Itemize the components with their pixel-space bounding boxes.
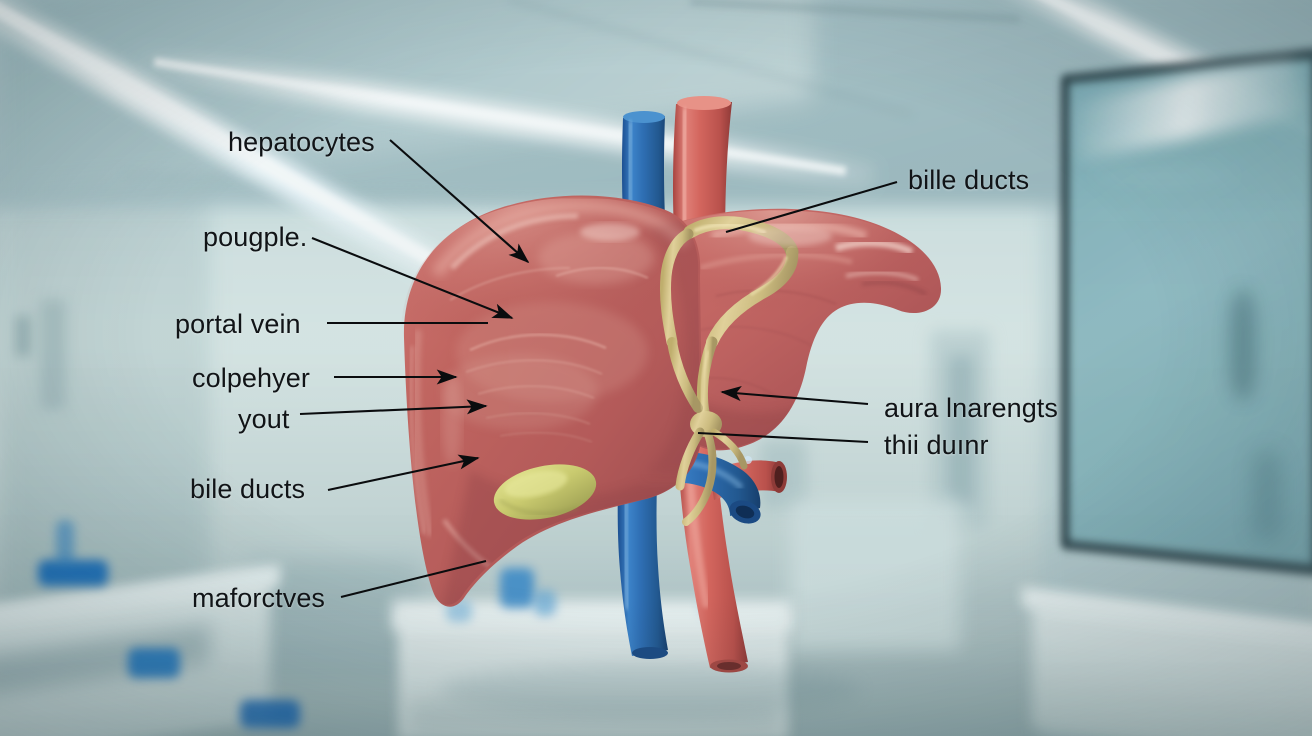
bile-duct-highlight [700, 350, 710, 412]
portal-vein-cut-end [632, 647, 668, 659]
label-pougple: pougple. [203, 222, 308, 252]
left-rim-light [413, 329, 434, 537]
leader-aura [720, 386, 869, 406]
leader-bile-ducts [327, 454, 480, 492]
surface-vein [555, 266, 649, 279]
label-maforctves: maforctves [192, 583, 326, 613]
wall-poster [948, 355, 974, 505]
gallbladder-highlight [504, 470, 568, 498]
model-ground-shadow [440, 664, 860, 716]
blue-supply-item [240, 700, 300, 728]
blue-supply-item [534, 590, 556, 616]
bile-duct-left-lower [667, 337, 703, 413]
leader-thii [697, 431, 869, 444]
surface-vein [485, 412, 591, 425]
surface-vein [477, 385, 595, 399]
lobe-tip-crease [861, 280, 927, 296]
lobe-tip-highlight [834, 239, 914, 256]
leader-yout [299, 399, 488, 416]
bile-duct-descending [706, 246, 799, 348]
bile-duct-highlight [750, 256, 788, 296]
cabinet [790, 500, 960, 650]
surface-texture [715, 289, 837, 305]
label-hepatocytes: hepatocytes [228, 127, 375, 157]
label-portal-vein: portal vein [175, 309, 301, 339]
right-lobe-highlight [699, 252, 853, 271]
hepatic-artery-top-rim [677, 96, 731, 110]
artery-branch-lumen [774, 466, 784, 488]
portal-branch-lumen [735, 505, 755, 519]
blue-supply-item [56, 520, 74, 566]
label-yout: yout [238, 404, 290, 434]
gallbladder-shadow [499, 498, 579, 516]
liver-specular-highlights [442, 223, 832, 466]
common-bile-duct [682, 430, 717, 526]
portal-vein-top-rim [623, 111, 665, 123]
window-reflection [1230, 290, 1256, 400]
wall-poster [16, 316, 30, 356]
label-bille-ducts: bille ducts [908, 165, 1030, 195]
leader-bille-ducts [725, 180, 898, 234]
wall-poster [40, 300, 66, 410]
bile-duct-left-band [659, 228, 694, 348]
surface-vein [499, 431, 593, 443]
blue-supply-item [38, 560, 108, 586]
surface-vein [469, 333, 607, 352]
bile-duct-system [659, 216, 799, 526]
left-lobe-top-gloss [431, 199, 691, 278]
lobe-tip-highlight [845, 270, 919, 282]
left-rim-light [409, 345, 426, 535]
label-thii-duinr: thii duınr [884, 430, 989, 460]
surface-vein [465, 359, 603, 375]
label-bile-ducts: bile ducts [190, 474, 306, 504]
label-colpehyer: colpehyer [192, 363, 310, 393]
cystic-duct-branch [675, 427, 705, 491]
surface-vein [449, 267, 571, 301]
window-reflection [1252, 450, 1282, 540]
blue-supply-item [128, 648, 180, 678]
label-aura-lnarengts: aura lnarengts [884, 393, 1059, 423]
blue-supply-item [500, 568, 534, 608]
artery-lumen [717, 662, 741, 670]
leader-maforctves [340, 559, 487, 599]
leader-hepatocytes [389, 139, 530, 264]
gallbladder [493, 464, 597, 520]
left-lobe-top-gloss [450, 213, 579, 270]
leader-pougple [311, 237, 514, 319]
